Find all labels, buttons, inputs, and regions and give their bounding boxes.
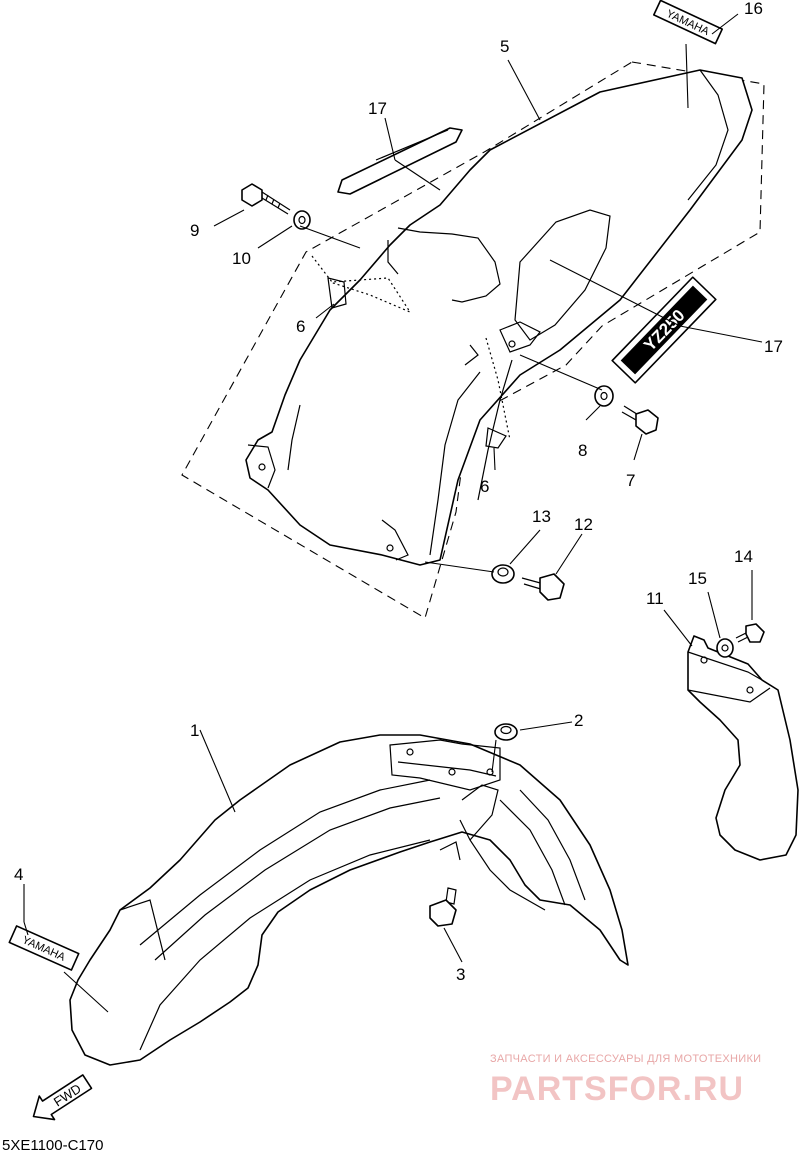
callout-15: 15 bbox=[688, 569, 707, 588]
watermark: ЗАПЧАСТИ И АКСЕССУАРЫ ДЛЯ МОТОТЕХНИКИ PA… bbox=[490, 1053, 761, 1108]
bolt-9[interactable] bbox=[241, 183, 291, 215]
callout-5: 5 bbox=[500, 37, 509, 56]
callout-16: 16 bbox=[744, 0, 763, 18]
callout-8: 8 bbox=[578, 441, 587, 460]
decal-16-tail[interactable]: YAMAHA bbox=[653, 0, 723, 45]
callout-12: 12 bbox=[574, 515, 593, 534]
callout-13: 13 bbox=[532, 507, 551, 526]
callout-14: 14 bbox=[734, 547, 753, 566]
decal-4-front[interactable]: YAMAHA bbox=[8, 925, 80, 971]
callout-9: 9 bbox=[190, 221, 199, 240]
grommet-2[interactable] bbox=[494, 723, 518, 741]
callout-7: 7 bbox=[626, 471, 635, 490]
bolt-3[interactable] bbox=[429, 887, 457, 927]
callout-10: 10 bbox=[232, 249, 251, 268]
washer-10[interactable] bbox=[293, 210, 311, 230]
bolt-12[interactable] bbox=[521, 573, 565, 601]
diagram-code: 5XE1100-C170 bbox=[2, 1137, 103, 1154]
bolt-7[interactable] bbox=[621, 405, 659, 435]
decal-17-side[interactable]: YZ250 bbox=[611, 276, 717, 384]
decal-strip-17-top[interactable] bbox=[337, 127, 463, 195]
washer-15[interactable] bbox=[716, 638, 734, 658]
callout-2: 2 bbox=[574, 711, 583, 730]
mud-flap[interactable] bbox=[687, 635, 799, 861]
callout-numbers: 5 16 17 9 10 6 17 8 7 6 13 12 14 15 11 1… bbox=[14, 0, 783, 984]
watermark-subtitle: ЗАПЧАСТИ И АКСЕССУАРЫ ДЛЯ МОТОТЕХНИКИ bbox=[490, 1053, 761, 1065]
callout-6-left: 6 bbox=[296, 317, 305, 336]
leader-lines bbox=[23, 13, 763, 1013]
callout-17-top: 17 bbox=[368, 99, 387, 118]
nut-13[interactable] bbox=[491, 564, 515, 584]
callout-11: 11 bbox=[646, 589, 664, 608]
callout-3: 3 bbox=[456, 965, 465, 984]
forward-direction-arrow: FWD bbox=[32, 1074, 93, 1121]
callout-17-side: 17 bbox=[764, 337, 783, 356]
washer-8[interactable] bbox=[594, 385, 614, 407]
watermark-brand: PARTSFOR.RU bbox=[490, 1070, 744, 1108]
callout-6-right: 6 bbox=[480, 477, 489, 496]
callout-4: 4 bbox=[14, 865, 23, 884]
front-fender[interactable] bbox=[69, 734, 629, 1066]
callout-1: 1 bbox=[190, 721, 199, 740]
screw-14[interactable] bbox=[735, 623, 765, 643]
